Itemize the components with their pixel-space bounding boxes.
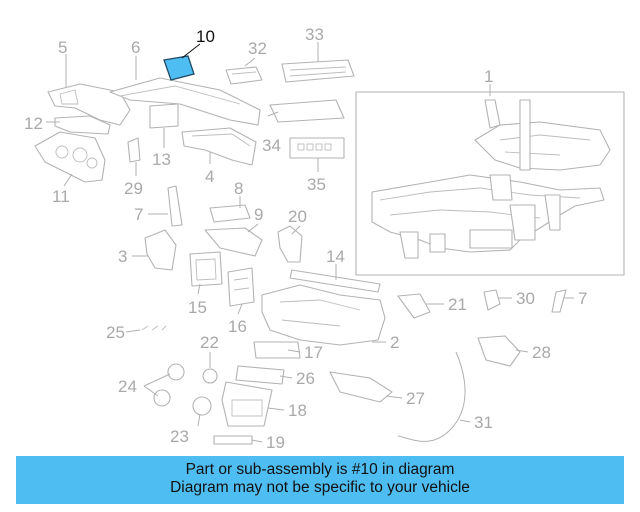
- part-28-switch: [477, 335, 521, 367]
- callout-26: 26: [296, 369, 315, 388]
- callout-29: 29: [124, 179, 143, 198]
- part-5-side-panel: [47, 83, 131, 126]
- callout-32: 32: [248, 39, 267, 58]
- callout-25: 25: [106, 323, 125, 342]
- callout-7: 7: [134, 205, 143, 224]
- leader-lines: [46, 42, 574, 443]
- part-11-cluster-bezel: [34, 131, 106, 183]
- part-35-switch-panel: [289, 137, 345, 159]
- part-7b-trim: [551, 289, 567, 313]
- callout-18: 18: [288, 401, 307, 420]
- part-27-duct: [329, 371, 393, 403]
- callout-14: 14: [326, 247, 345, 266]
- part-34-grille: [269, 99, 345, 123]
- callout-12: 12: [24, 114, 43, 133]
- callout-2: 2: [390, 333, 399, 352]
- part-16-bezel: [227, 267, 255, 307]
- part-13-panel: [149, 103, 179, 129]
- part-20-bracket: [277, 225, 303, 263]
- callout-13: 13: [152, 150, 171, 169]
- part-32-vent: [225, 66, 263, 85]
- part-14-strip: [289, 269, 381, 293]
- part-26-bezel: [235, 365, 285, 385]
- part-3-knee-cover: [144, 229, 177, 271]
- info-banner: Part or sub-assembly is #10 in diagram D…: [16, 456, 624, 504]
- callout-21: 21: [448, 295, 467, 314]
- callout-27: 27: [406, 389, 425, 408]
- callout-33: 33: [305, 25, 324, 44]
- callout-7b: 7: [578, 289, 587, 308]
- exploded-parts-diagram: 10 6 5 32 33 1 12 13 34 11 29 4 35 8 7 9…: [24, 25, 625, 452]
- callout-24: 24: [118, 377, 137, 396]
- part-9-duct: [204, 227, 263, 257]
- callout-8: 8: [234, 179, 243, 198]
- part-4-garnish: [181, 127, 257, 166]
- part-29-bracket: [127, 137, 141, 163]
- callout-10: 10: [196, 27, 215, 46]
- part-33-defroster: [281, 59, 355, 83]
- part-24-knobs: [153, 363, 185, 407]
- callout-3: 3: [118, 247, 127, 266]
- part-15-trim-frame: [189, 251, 223, 287]
- banner-line-part-number: Part or sub-assembly is #10 in diagram: [185, 461, 455, 478]
- callout-labels: 10 6 5 32 33 1 12 13 34 11 29 4 35 8 7 9…: [24, 25, 587, 452]
- callout-34: 34: [262, 136, 281, 155]
- banner-line-disclaimer: Diagram may not be specific to your vehi…: [170, 479, 470, 496]
- part-12-cover: [54, 115, 111, 135]
- part-2-lower-panel: [261, 284, 386, 346]
- callout-11: 11: [52, 187, 70, 206]
- part-25-clips: [141, 325, 167, 331]
- callout-23: 23: [170, 427, 189, 446]
- callout-6: 6: [131, 38, 140, 57]
- part-23-knob: [192, 396, 212, 416]
- part-30-knob: [483, 289, 501, 311]
- callout-30: 30: [516, 289, 535, 308]
- part-17-switch: [253, 341, 301, 359]
- part-1-dash-frame: [355, 91, 625, 276]
- part-8-bracket: [209, 204, 251, 223]
- callout-19: 19: [266, 433, 285, 452]
- callout-5: 5: [58, 38, 67, 57]
- callout-22: 22: [200, 333, 219, 352]
- callout-17: 17: [304, 343, 323, 362]
- callout-20: 20: [288, 207, 307, 226]
- callout-35: 35: [307, 175, 326, 194]
- part-10-highlighted-part: [163, 55, 195, 81]
- part-21-cover: [397, 293, 431, 319]
- callout-28: 28: [532, 343, 551, 362]
- callout-16: 16: [228, 317, 247, 336]
- part-22-button: [202, 368, 218, 384]
- callout-9: 9: [254, 205, 263, 224]
- part-31-cable: [397, 351, 466, 442]
- callout-15: 15: [188, 298, 207, 317]
- part-18-console-bezel: [221, 381, 273, 427]
- part-6-upper-pad: [109, 77, 261, 126]
- callout-4: 4: [205, 167, 214, 186]
- callout-31: 31: [474, 413, 493, 432]
- part-7-trim: [167, 185, 183, 227]
- callout-1: 1: [484, 67, 493, 86]
- part-19-garnish: [213, 435, 253, 445]
